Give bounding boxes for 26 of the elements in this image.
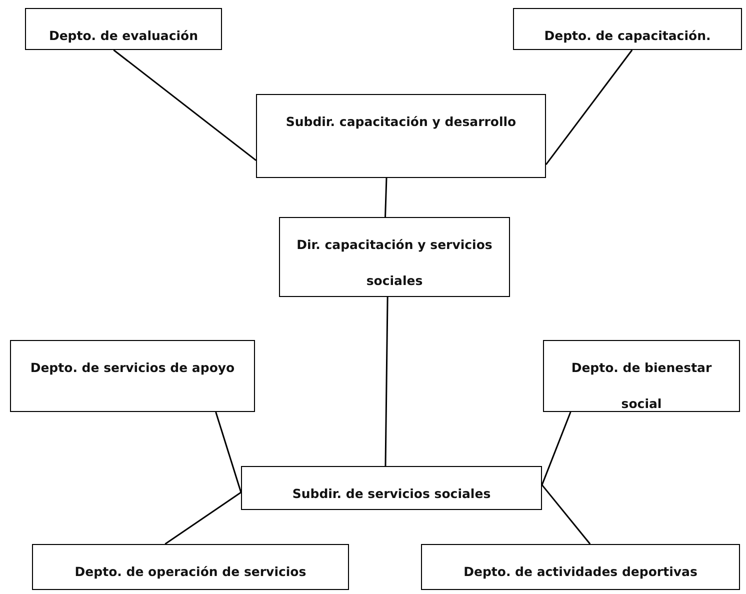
unit-name: Depto. de bienestar social bbox=[570, 359, 713, 414]
connector-line bbox=[545, 50, 633, 166]
unit-name: Dir. capacitación y servicios sociales bbox=[296, 236, 494, 290]
unit-name: Depto. de actividades deportivas bbox=[464, 563, 698, 581]
unit-name: Depto. de capacitación. bbox=[544, 27, 711, 45]
connector-line bbox=[384, 178, 388, 218]
org-unit-box bbox=[32, 544, 349, 590]
unit-name: Depto. de servicios de apoyo bbox=[30, 359, 235, 377]
org-unit-box bbox=[513, 8, 742, 50]
org-unit-box bbox=[25, 8, 222, 50]
unit-name: Depto. de operación de servicios bbox=[74, 563, 306, 581]
org-unit-box bbox=[421, 544, 740, 590]
connector-line bbox=[541, 412, 572, 486]
org-unit-box bbox=[543, 340, 740, 412]
connector-line bbox=[215, 412, 242, 493]
connector-line bbox=[113, 49, 256, 161]
connector-line bbox=[541, 484, 591, 544]
connector-line bbox=[164, 492, 242, 545]
org-unit-box bbox=[256, 94, 546, 178]
unit-name: Depto. de evaluación bbox=[48, 27, 198, 45]
org-unit-box bbox=[241, 466, 542, 510]
unit-name: Subdir. de servicios sociales bbox=[292, 485, 491, 503]
connector-line bbox=[384, 297, 388, 466]
unit-name: Subdir. capacitación y desarrollo bbox=[286, 113, 516, 131]
org-unit-box bbox=[279, 217, 510, 297]
org-unit-box bbox=[10, 340, 255, 412]
